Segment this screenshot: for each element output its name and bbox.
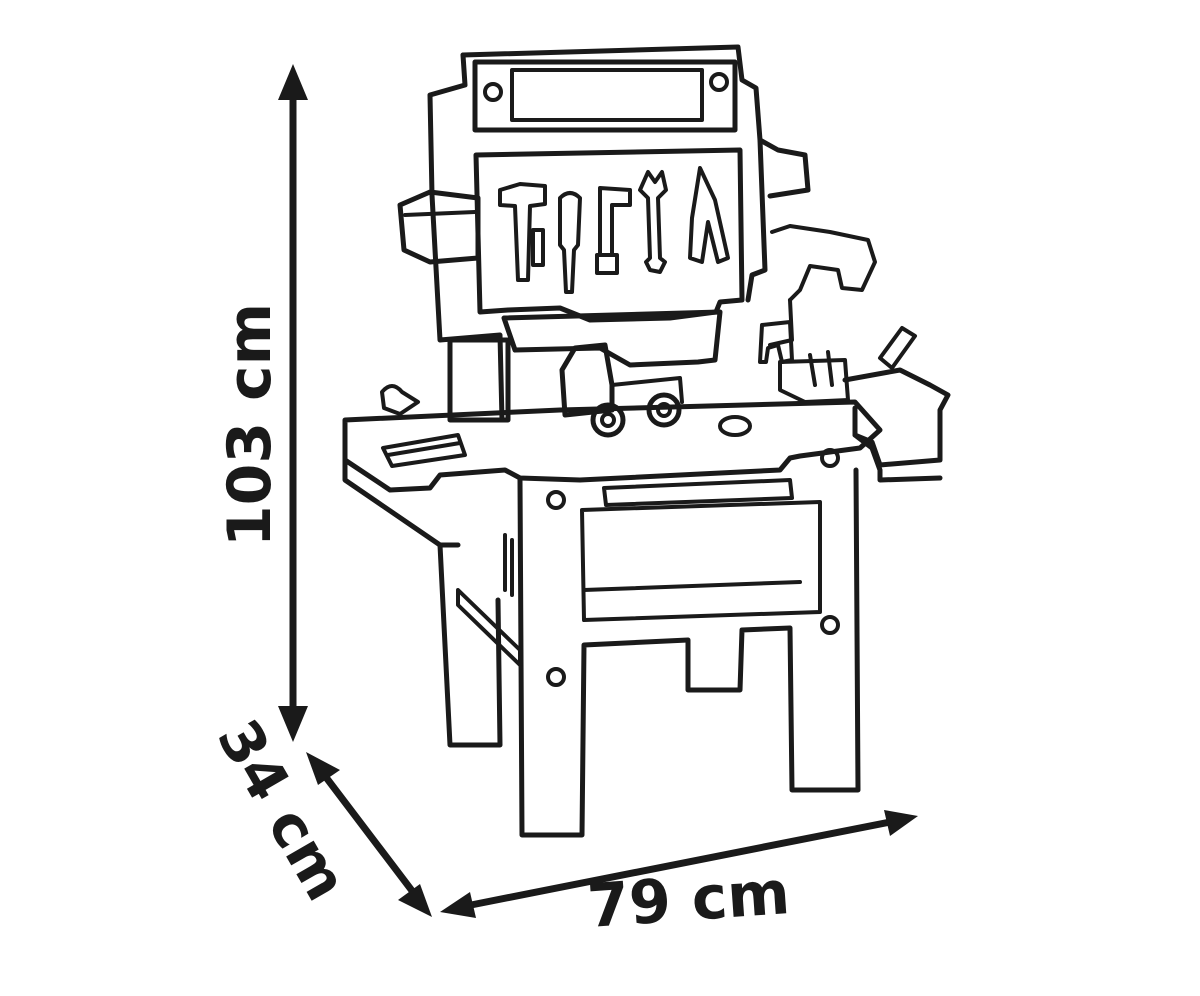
clamp-icon [758, 320, 794, 364]
small-block-item [381, 433, 467, 468]
bench-side-extension [852, 432, 943, 483]
hex-key-icon [595, 186, 632, 275]
depth-dimension-arrow [306, 752, 432, 917]
left-knob-item [380, 384, 420, 416]
screwdriver-icon [558, 191, 582, 294]
width-label: 79 cm [585, 858, 792, 942]
bench-top [342, 399, 883, 548]
wrench-icon [638, 170, 668, 274]
board-shelf [447, 309, 723, 423]
hammer-icon [498, 182, 547, 282]
height-label: 103 cm [215, 303, 285, 547]
pegboard-panel [429, 137, 768, 423]
pliers-icon [688, 166, 730, 264]
drill-icon [768, 224, 877, 347]
depth-label: 34 cm [204, 708, 361, 912]
bench-frame [437, 448, 861, 838]
height-dimension-arrow [278, 64, 308, 742]
header-sign [427, 44, 811, 199]
side-tray-left [397, 189, 481, 265]
width-dimension-arrow [440, 810, 918, 918]
nut-item [718, 415, 752, 437]
ruler-icon [878, 326, 917, 370]
workbench-illustration [342, 44, 951, 838]
vice-icon [842, 367, 951, 468]
